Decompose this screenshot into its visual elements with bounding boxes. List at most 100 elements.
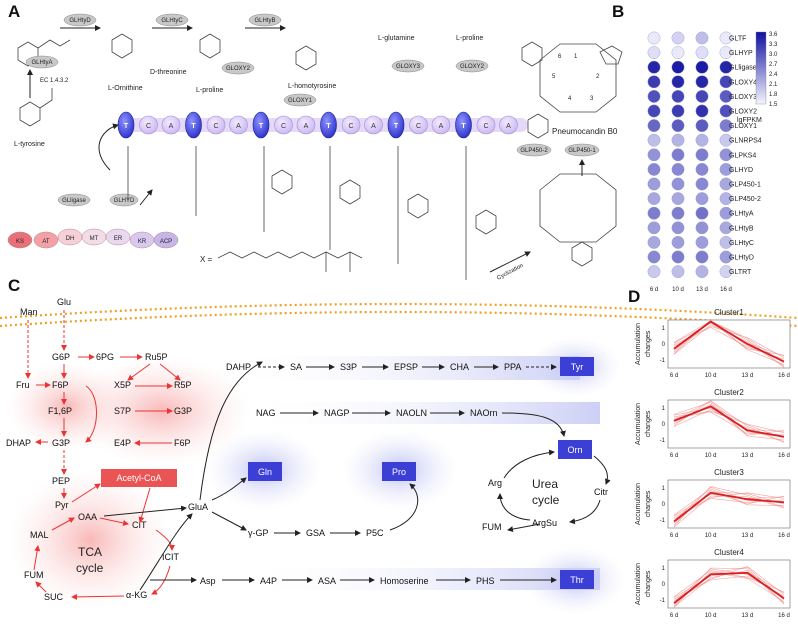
cluster-frame <box>667 559 791 609</box>
nrps-domain-t: T <box>455 111 472 139</box>
color-scale-bar <box>755 31 767 105</box>
met-epsp: EPSP <box>394 362 418 372</box>
tca-label-1: TCA <box>78 545 102 559</box>
heatmap-gene-label: GLligase <box>729 65 757 72</box>
svg-text:A: A <box>506 123 511 130</box>
urea-fum: FUM <box>482 522 502 532</box>
svg-text:A: A <box>371 123 376 130</box>
svg-text:GLHYD: GLHYD <box>114 198 135 204</box>
heatmap-cell <box>671 104 685 118</box>
heatmap-gene-label: GLNRPS4 <box>729 138 762 145</box>
gln-box <box>248 462 282 481</box>
heatmap-gene-label: GLOXY2 <box>729 109 757 116</box>
heatmap-cell <box>695 148 709 162</box>
substrate-glutamine: L-glutamine <box>378 35 415 42</box>
heatmap-cell <box>719 221 733 235</box>
svg-text:KS: KS <box>16 239 24 245</box>
heatmap-cell <box>671 148 685 162</box>
heatmap-cell <box>671 250 685 264</box>
panel-a-biosynthesis: L-tyrosine EC 1.4.3.2 GLHtyD GLHtyA GLHt… <box>7 13 623 282</box>
cluster-ytick: 0 <box>662 422 666 428</box>
nrps-domain-t: T <box>117 111 135 139</box>
enzyme-htyC: GLHtyC <box>155 13 189 27</box>
heatmap-cell <box>647 265 661 278</box>
cluster-xtick: 13 d <box>741 453 753 459</box>
svg-text:GLHtyA: GLHtyA <box>31 60 52 66</box>
pks-domain-dh: DH <box>57 228 83 246</box>
heatmap-cell <box>671 192 685 206</box>
met-naorn: NAOrn <box>470 408 498 418</box>
tca-mal: MAL <box>30 530 49 540</box>
svg-text:C: C <box>483 123 488 130</box>
nrps-domain-c: C <box>409 115 428 135</box>
met-fru: Fru <box>16 380 30 390</box>
nrps-domain-t: T <box>252 111 270 139</box>
svg-text:T: T <box>124 123 129 130</box>
heatmap-cell <box>719 75 733 89</box>
cluster-xtick: 6 d <box>670 373 678 379</box>
svg-text:C: C <box>416 123 421 130</box>
met-ppa: PPA <box>504 362 521 372</box>
product-label: Pneumocandin B0 <box>552 127 618 136</box>
cyclization-label: Cyclization <box>496 263 524 282</box>
cluster-xtick: 16 d <box>778 453 790 459</box>
met-phs: PHS <box>476 576 495 586</box>
met-ru5p: Ru5P <box>145 352 168 362</box>
svg-text:C: C <box>213 123 218 130</box>
tca-oaa: OAA <box>78 512 97 522</box>
tca-label-2: cycle <box>76 561 104 575</box>
heatmap-cell <box>695 60 709 74</box>
heatmap-cell <box>719 31 733 45</box>
nrps-domain-c: C <box>341 115 361 135</box>
heatmap-cell <box>671 119 685 133</box>
cluster-ytick: -1 <box>660 438 666 444</box>
heatmap-cell <box>647 133 661 147</box>
heatmap-cell <box>695 192 709 206</box>
enzyme-p450-1: GLP450-1 <box>564 143 600 157</box>
heatmap-gene-label: GLHYP <box>729 50 753 57</box>
urea-argsu: ArgSu <box>532 518 557 528</box>
enzyme-htyA: GLHtyA <box>25 55 59 69</box>
nrps-domain-c: C <box>476 115 496 135</box>
cluster-ytick: 1 <box>662 566 666 572</box>
heatmap-cell <box>671 90 685 103</box>
acetyl-coa-box <box>101 469 177 487</box>
ring-num-5: 5 <box>552 74 556 80</box>
met-ggp: γ-GP <box>248 528 269 538</box>
met-glua: GluA <box>188 502 208 512</box>
heatmap-cell <box>695 133 709 147</box>
pks-domain-er: ER <box>105 228 131 246</box>
scale-tick: 2.4 <box>769 72 778 78</box>
cluster-title: Cluster1 <box>714 308 744 317</box>
gln-label: Gln <box>258 467 272 477</box>
cluster-mean-line <box>673 405 785 438</box>
heatmap-cell <box>695 206 709 220</box>
cluster-xtick: 13 d <box>741 533 753 539</box>
heatmap-cell <box>671 235 685 249</box>
heatmap-cell <box>719 192 733 206</box>
orn-box <box>558 440 592 459</box>
heatmap-cell <box>671 75 685 89</box>
enzyme-htyB: GLHtyB <box>248 13 282 27</box>
heatmap-cell <box>719 235 733 249</box>
met-asa: ASA <box>318 576 336 586</box>
svg-text:C: C <box>146 123 151 130</box>
met-naoln: NAOLN <box>396 408 427 418</box>
nrps-domain-t: T <box>320 111 337 139</box>
cluster-xtick: 16 d <box>778 373 790 379</box>
tca-cit: CIT <box>132 520 147 530</box>
nrps-domain-t: T <box>387 111 405 139</box>
met-f6p: F6P <box>52 380 69 390</box>
nrps-domain-t: T <box>185 111 202 139</box>
heatmap-cell <box>719 60 733 74</box>
cluster-xtick: 13 d <box>741 613 753 619</box>
svg-text:GLHtyD: GLHtyD <box>69 18 91 24</box>
met-nagp: NAGP <box>324 408 350 418</box>
met-x5p: X5P <box>114 380 131 390</box>
band-ornithine <box>240 402 600 424</box>
heatmap-cell <box>647 46 661 59</box>
substrate-ornithine: L-Ornithine <box>108 85 143 92</box>
heatmap-cell <box>647 235 661 249</box>
cluster-mean-line <box>673 571 785 604</box>
